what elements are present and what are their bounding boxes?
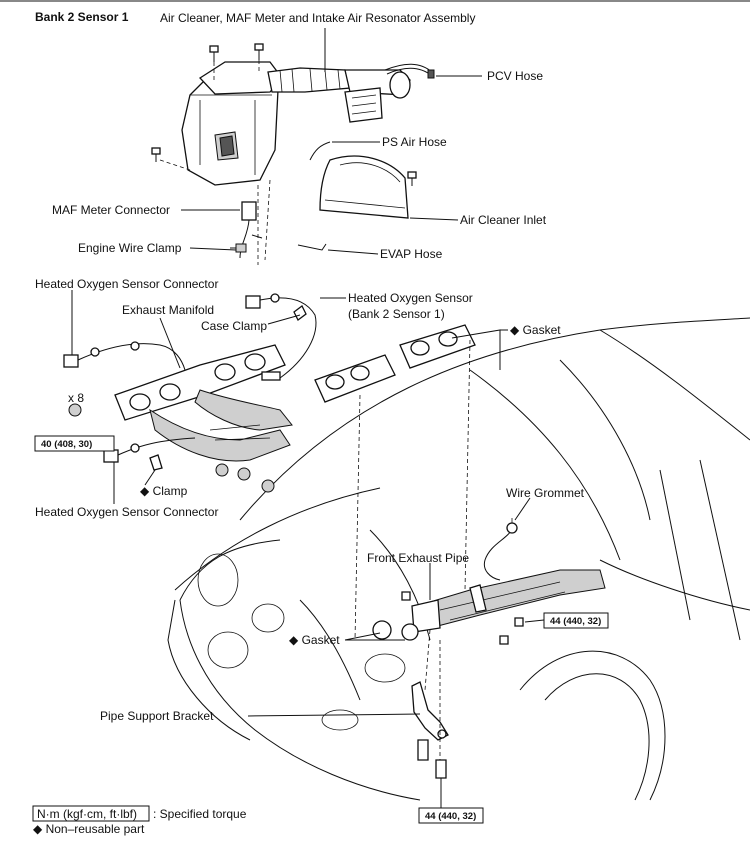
- label-maf-meter-connector: MAF Meter Connector: [52, 203, 170, 217]
- ps-air-hose-part: [309, 141, 331, 161]
- label-ps-air-hose: PS Air Hose: [382, 135, 447, 149]
- front-exhaust-pipe-part: [372, 518, 606, 645]
- legend-unit: N·m (kgf·cm, ft·lbf): [37, 807, 137, 821]
- labels: Air Cleaner, MAF Meter and Intake Air Re…: [35, 11, 585, 723]
- label-engine-wire-clamp: Engine Wire Clamp: [78, 241, 182, 255]
- exhaust-manifold-part: [63, 293, 317, 493]
- legend-unit-desc: : Specified torque: [153, 807, 247, 821]
- air-cleaner-inlet-part: [319, 155, 409, 219]
- legend-non-reusable: ◆ Non–reusable part: [33, 822, 145, 836]
- torque-bracket-bolt: 44 (440, 32): [425, 811, 476, 822]
- label-gasket-top: ◆ Gasket: [510, 323, 561, 337]
- legend: N·m (kgf·cm, ft·lbf) : Specified torque …: [32, 805, 247, 836]
- air-cleaner-assembly: [151, 43, 435, 265]
- torque-manifold-nut: 40 (408, 30): [41, 439, 92, 450]
- label-pcv-hose: PCV Hose: [487, 69, 543, 83]
- label-front-exhaust-pipe: Front Exhaust Pipe: [367, 551, 469, 565]
- torque-box-manifold: 40 (408, 30): [34, 435, 115, 452]
- label-evap-hose: EVAP Hose: [380, 247, 443, 261]
- label-exhaust-manifold: Exhaust Manifold: [122, 303, 214, 317]
- diagram-title: Bank 2 Sensor 1: [35, 10, 129, 24]
- label-hos-line1: Heated Oxygen Sensor: [348, 291, 473, 305]
- torque-pipe-bolt: 44 (440, 32): [550, 616, 601, 627]
- manifold-gasket-part: [314, 324, 476, 403]
- maf-connector-part: [235, 201, 263, 259]
- label-hos-line2: (Bank 2 Sensor 1): [348, 307, 445, 321]
- label-hos-connector-bottom: Heated Oxygen Sensor Connector: [35, 505, 218, 519]
- label-clamp: ◆ Clamp: [140, 484, 188, 498]
- label-count: x 8: [68, 391, 84, 405]
- label-wire-grommet: Wire Grommet: [506, 486, 585, 500]
- label-air-cleaner-assembly: Air Cleaner, MAF Meter and Intake Air Re…: [160, 11, 475, 25]
- label-air-cleaner-inlet: Air Cleaner Inlet: [460, 213, 547, 227]
- label-hos-connector-top: Heated Oxygen Sensor Connector: [35, 277, 218, 291]
- label-pipe-support-bracket: Pipe Support Bracket: [100, 709, 214, 723]
- label-gasket-bottom: ◆ Gasket: [289, 633, 340, 647]
- alignment-line: [354, 394, 361, 641]
- pipe-support-bracket-part: [411, 681, 449, 779]
- torque-box-pipe: 44 (440, 32): [524, 612, 609, 629]
- alignment-line: [424, 629, 431, 691]
- label-case-clamp: Case Clamp: [201, 319, 267, 333]
- torque-box-bracket: 44 (440, 32): [418, 778, 484, 824]
- evap-hose-part: [297, 243, 327, 251]
- leader-lines: [71, 28, 531, 717]
